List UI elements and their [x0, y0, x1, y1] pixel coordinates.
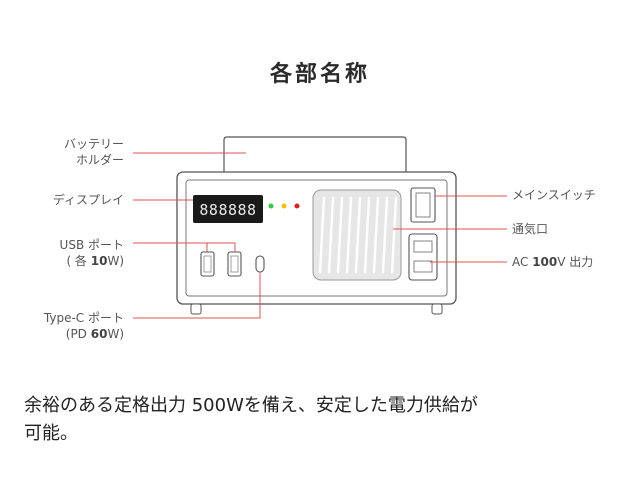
page-title: 各部名称 [269, 62, 370, 87]
caption-line1: 余裕のある定格出力 500Wを備え、安定した電力供給が [24, 395, 478, 416]
ac-slot-bottom [413, 260, 433, 273]
leader-usb [133, 242, 236, 252]
label-ac-output: AC 100V 出力 [512, 254, 636, 270]
label-battery-holder: バッテリー ホルダー [20, 136, 124, 168]
label-typec-spec-value: 60 [90, 327, 108, 341]
foot-left [190, 303, 202, 315]
label-ac-prefix: AC [512, 255, 533, 269]
battery-holder [223, 136, 407, 172]
main-switch-rocker [415, 192, 431, 218]
label-usb-spec-prefix: ( 各 [66, 254, 91, 268]
label-vent: 通気口 [512, 222, 549, 236]
display-screen [193, 195, 263, 223]
indicator-yellow [281, 203, 287, 209]
label-typec: Type-C ポート (PD 60W) [14, 310, 124, 342]
usb-port-1-inner [203, 255, 212, 273]
foot-right [431, 303, 443, 315]
label-usb-spec-suffix: W) [107, 254, 124, 268]
main-switch [410, 187, 436, 223]
label-typec-name: Type-C ポート [43, 311, 124, 325]
usb-port-2-inner [230, 255, 239, 273]
indicator-green [268, 203, 274, 209]
vent-slats [318, 196, 398, 274]
label-battery-holder-line2: ホルダー [75, 153, 124, 167]
label-typec-spec: (PD 60W) [14, 326, 124, 342]
label-ac-suffix: V 出力 [557, 255, 594, 269]
label-ac-value: 100 [532, 255, 558, 269]
label-main-switch: メインスイッチ [512, 188, 596, 202]
leader-typec [133, 272, 261, 319]
label-usb-spec: ( 各 10W) [20, 253, 124, 269]
indicator-red [294, 203, 300, 209]
label-usb-name: USB ポート [59, 238, 124, 252]
label-usb: USB ポート ( 各 10W) [20, 237, 124, 269]
display-readout: 888888 [199, 201, 256, 219]
label-typec-spec-suffix: W) [107, 327, 124, 341]
caption-line2: 可能。 [24, 423, 78, 444]
label-battery-holder-line1: バッテリー [63, 137, 124, 151]
label-usb-spec-value: 10 [90, 254, 108, 268]
typec-port [255, 255, 265, 273]
label-display: ディスプレイ [52, 193, 124, 207]
ac-slot-top [413, 240, 433, 253]
caption: 余裕のある定格出力 500Wを備え、安定した電力供給が 可能。 [24, 392, 624, 448]
label-typec-spec-prefix: (PD [65, 327, 91, 341]
front-panel [185, 179, 448, 297]
